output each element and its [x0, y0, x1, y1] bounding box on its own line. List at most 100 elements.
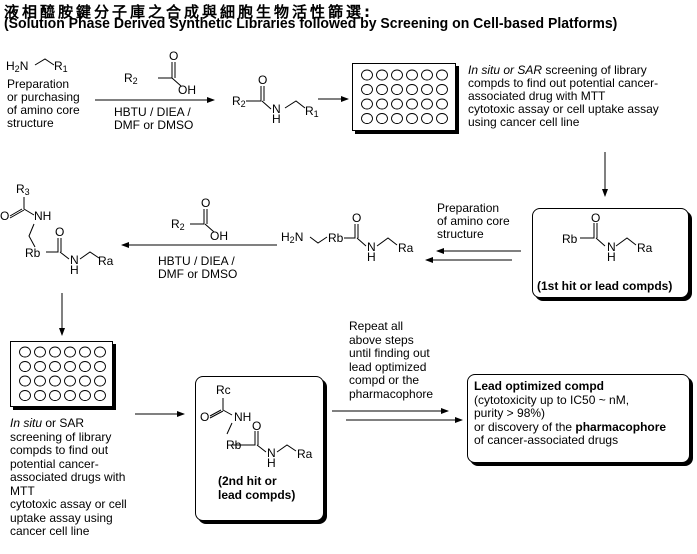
note-line: structure: [7, 116, 54, 130]
hit1-box: [532, 208, 689, 298]
hit1-o: O: [591, 211, 601, 225]
final-line: (cytotoxicity up to IC50 ~ nM,: [474, 392, 630, 407]
screen1-italic: In situ or SAR: [468, 63, 543, 77]
desc-line: uptake assay using: [10, 510, 113, 525]
hit2-h: H: [267, 456, 276, 470]
desc-line: screening of library: [10, 429, 112, 444]
final-line: purity > 98%): [474, 406, 546, 420]
prep-line: Preparation: [437, 201, 500, 215]
reagent-line: HBTU / DIEA /: [114, 105, 191, 119]
well: [376, 98, 388, 110]
reagent-line: HBTU / DIEA /: [158, 254, 235, 268]
well: [421, 98, 433, 110]
acid1-r2: R2: [124, 71, 138, 86]
hit2-rc: Rc: [216, 383, 231, 397]
well: [376, 84, 388, 95]
amine2-h2n: H2N: [281, 230, 304, 245]
well: [19, 361, 31, 372]
well: [94, 375, 106, 387]
well: [49, 390, 61, 401]
well: [79, 346, 91, 358]
reagent-line: DMF or DMSO: [114, 118, 194, 132]
screen1-description: In situ or SAR screening of library comp…: [468, 64, 659, 129]
well: [391, 69, 403, 81]
desc-line: MTT: [10, 483, 35, 498]
well: [49, 361, 61, 372]
well: [49, 346, 61, 358]
repeat-note: Repeat all above steps until finding out…: [349, 319, 434, 401]
desc-line: compds to find out potential cancer-: [468, 76, 659, 90]
repeat-line: pharmacophore: [349, 386, 434, 401]
product1-h: H: [272, 112, 281, 126]
final-line: of cancer-associated drugs: [474, 433, 619, 447]
product2-nh: NH: [34, 209, 52, 223]
hit2-o2: O: [252, 419, 262, 433]
hit2-nh: NH: [234, 410, 252, 424]
prep-line: structure: [437, 227, 484, 241]
well: [361, 98, 373, 110]
final-box: [467, 374, 690, 463]
screen2-italic: In situ: [10, 416, 43, 430]
product2-o1: O: [0, 209, 10, 223]
well: [79, 361, 91, 372]
well: [361, 84, 373, 95]
acid2-r2: R2: [171, 217, 185, 232]
caption-line: lead compds): [218, 488, 296, 502]
final-text: Lead optimized compd (cytotoxicity up to…: [474, 379, 667, 448]
acid2-oh: OH: [210, 229, 228, 243]
desc-line: compds to find out: [10, 443, 109, 457]
amine1-r1: R1: [54, 59, 68, 74]
well-plate-2: [10, 341, 113, 407]
product2-h: H: [70, 263, 79, 277]
hit2-box: [195, 376, 324, 521]
wells-grid-2: [19, 346, 106, 401]
well: [64, 390, 76, 401]
repeat-line: Repeat all: [349, 319, 404, 333]
hit2-n: N: [267, 446, 276, 460]
well: [34, 390, 46, 401]
hit1-n: N: [607, 240, 616, 254]
reagents-step1: HBTU / DIEA / DMF or DMSO: [114, 106, 193, 132]
repeat-line: above steps: [349, 332, 414, 347]
desc-line: using cancer cell line: [468, 115, 580, 129]
well: [34, 375, 46, 387]
product1-n: N: [272, 102, 281, 116]
title-chinese: 液相醯胺鍵分子庫之合成與細胞生物活性篩選:: [4, 3, 374, 21]
product2-n: N: [70, 253, 79, 267]
note-line: or purchasing: [7, 90, 80, 104]
amine2-rb: Rb: [328, 231, 344, 245]
well: [421, 69, 433, 81]
reagents-step2: HBTU / DIEA / DMF or DMSO: [158, 255, 237, 281]
desc-line: cancer cell line: [10, 524, 90, 538]
hit2-o1: O: [200, 410, 210, 424]
hit2-ra: Ra: [297, 447, 313, 461]
repeat-line: compd or the: [349, 373, 420, 387]
hit1-h: H: [607, 250, 616, 264]
well: [436, 113, 448, 124]
well: [361, 69, 373, 81]
product2-r3: R3: [16, 182, 30, 197]
final-line: or discovery of the: [474, 419, 576, 434]
hit1-rb: Rb: [562, 232, 578, 246]
well: [391, 84, 403, 95]
screen2-description: In situ or SAR screening of library comp…: [10, 416, 127, 539]
title-english: (Solution Phase Derived Synthetic Librar…: [4, 15, 618, 32]
product1-r1: R1: [305, 104, 319, 119]
hit2-caption: (2nd hit or lead compds): [218, 474, 295, 502]
amine1-note: Preparation or purchasing of amino core …: [7, 78, 80, 130]
acid2-o: O: [201, 196, 211, 210]
product2-o2: O: [55, 225, 65, 239]
well: [49, 375, 61, 387]
desc-line: or SAR: [42, 416, 85, 430]
desc-line: cytotoxic assay or cell: [10, 497, 127, 511]
amine2-h: H: [367, 250, 376, 264]
prep-note: Preparation of amino core structure: [437, 202, 510, 241]
repeat-line: until finding out: [349, 346, 430, 360]
amine2-o: O: [352, 211, 362, 225]
note-line: of amino core: [7, 103, 80, 117]
well: [391, 113, 403, 124]
pharmacophore-bold: pharmacophore: [575, 419, 667, 434]
well: [406, 113, 418, 124]
product1-r2: R2: [232, 94, 246, 109]
product2-rb: Rb: [25, 246, 41, 260]
